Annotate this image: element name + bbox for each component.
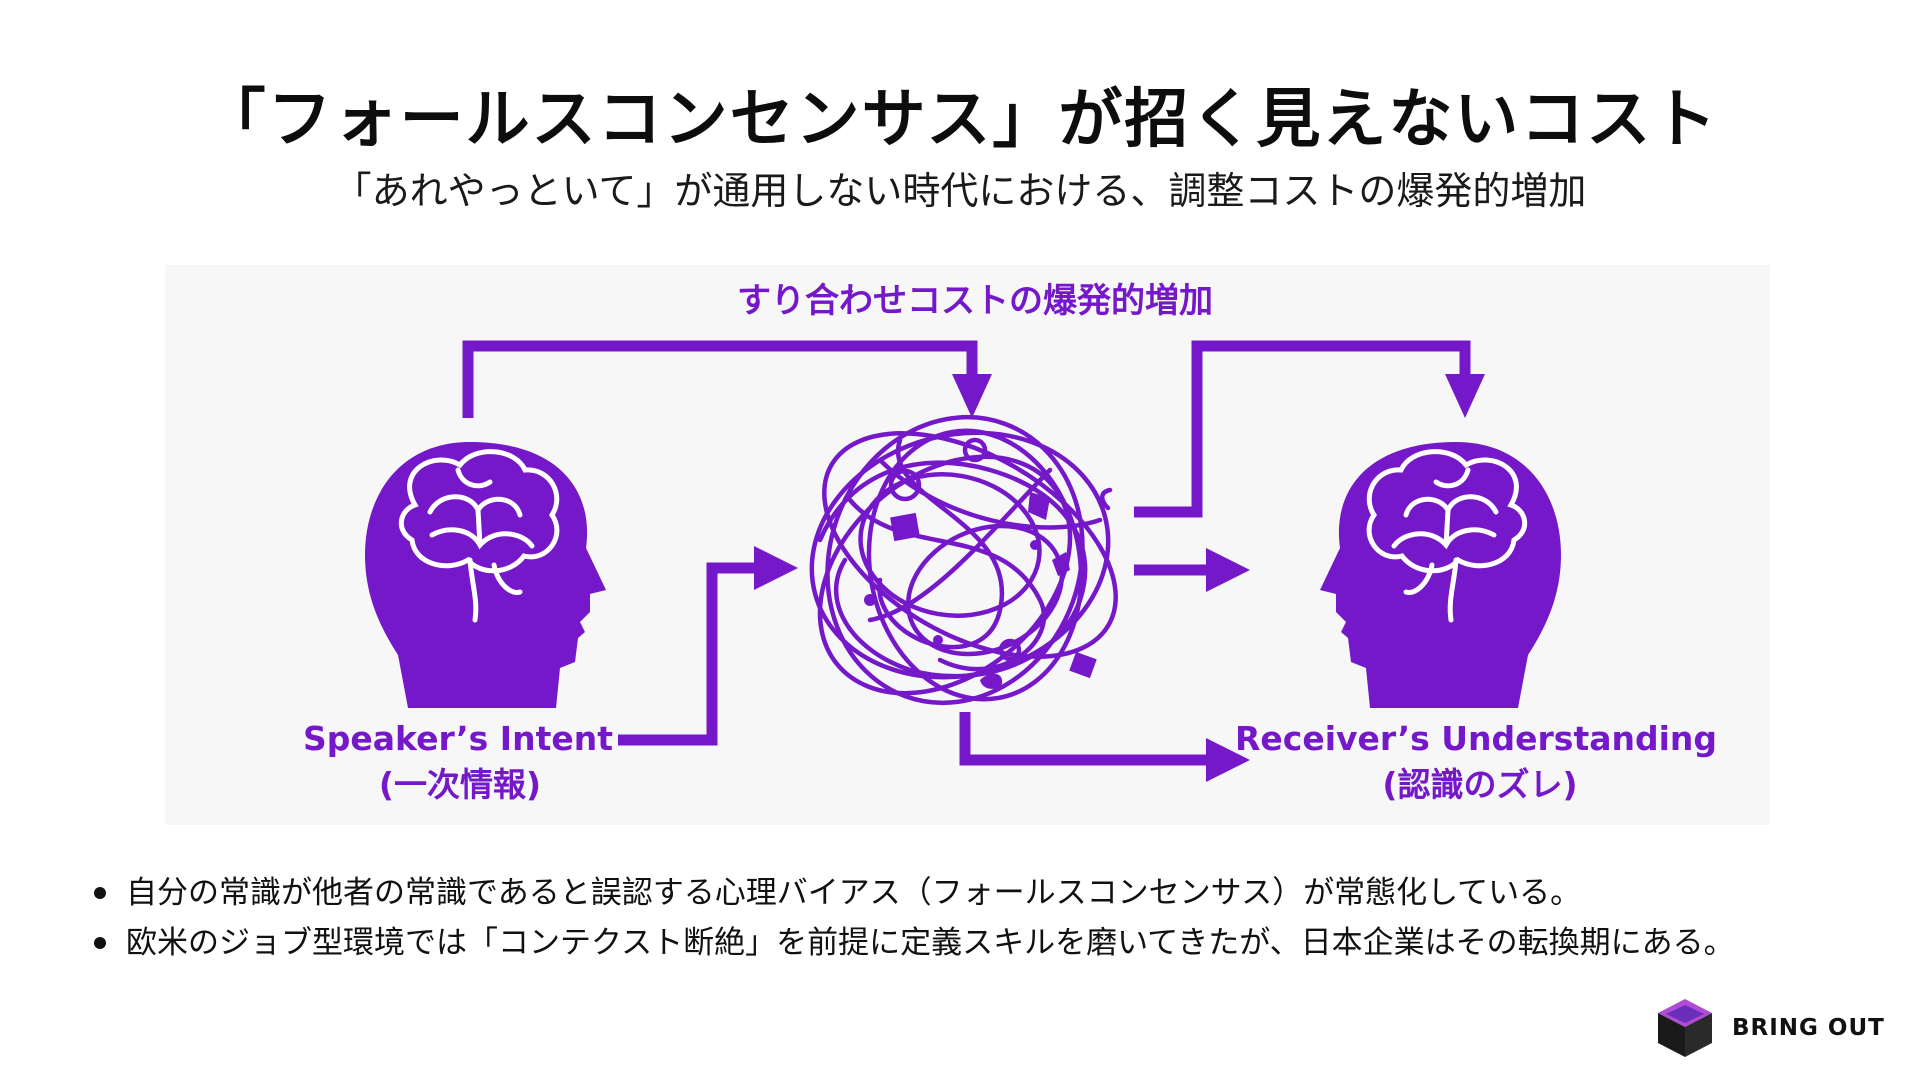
receiver-head-brain-icon	[1320, 442, 1561, 708]
arrow-heads	[754, 374, 1485, 782]
arrowhead-down-receiver	[1445, 374, 1485, 418]
bullet-list: 自分の常識が他者の常識であると誤認する心理バイアス（フォールスコンセンサス）が常…	[92, 868, 1892, 968]
cube-logo-icon	[1658, 999, 1712, 1057]
speaker-label: Speaker’s Intent	[303, 719, 613, 758]
top-label: すり合わせコストの爆発的増加	[737, 281, 1213, 321]
receiver-sublabel: (認識のズレ)	[1382, 765, 1577, 804]
arrow-speaker-label-to-tangle	[618, 562, 758, 746]
bullet-item: 欧米のジョブ型環境では「コンテクスト断絶」を前提に定義スキルを磨いてきたが、日本…	[92, 918, 1892, 968]
arrowhead-right-receiver	[1206, 548, 1250, 592]
tangled-noise-icon	[809, 414, 1118, 706]
page-title: 「フォールスコンセンサス」が招く見えないコスト	[201, 83, 1719, 157]
speaker-head-brain-icon	[365, 442, 606, 708]
speaker-sublabel: (一次情報)	[379, 765, 541, 804]
bring-out-logo: BRING OUT	[1652, 995, 1897, 1060]
bullet-item: 自分の常識が他者の常識であると誤認する心理バイアス（フォールスコンセンサス）が常…	[92, 868, 1892, 918]
arrow-speaker-to-tangle-top	[462, 340, 978, 418]
arrowhead-right-receiver-bottom	[1206, 738, 1250, 782]
arrow-tangle-to-receiver-top	[1134, 340, 1471, 518]
arrowhead-right-tangle	[754, 546, 798, 590]
tangle-debris	[864, 492, 1097, 689]
page-subtitle: 「あれやっといて」が通用しない時代における、調整コストの爆発的増加	[333, 169, 1587, 213]
arrowhead-down-tangle	[952, 374, 992, 418]
arrow-tangle-to-receiver-bottom	[959, 712, 1210, 766]
logo-text: BRING OUT	[1732, 1015, 1885, 1041]
receiver-label: Receiver’s Understanding	[1235, 719, 1717, 758]
connector-arrows	[462, 340, 1471, 766]
